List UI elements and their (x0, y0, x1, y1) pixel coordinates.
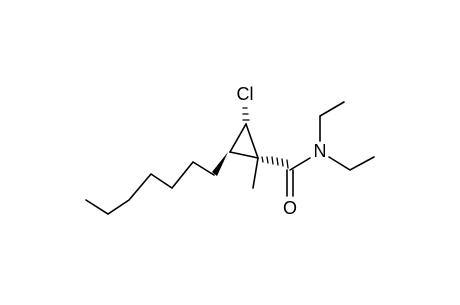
ring-bond-c2-c3 (229, 123, 247, 153)
atom-label-o: O (283, 198, 297, 218)
ethyl-group-right (328, 156, 375, 171)
wedge-bond-chain (212, 152, 228, 176)
hashed-bond-cl (242, 107, 250, 121)
ring-bond-c1-c2 (229, 151, 259, 159)
ethyl-group-upper (319, 101, 345, 142)
methyl-bond (252, 157, 259, 189)
atom-label-cl: Cl (237, 84, 254, 104)
hashed-bond-carbonyl (261, 156, 289, 169)
ring-bond-c3-c1 (245, 123, 259, 159)
heptyl-chain (85, 160, 215, 215)
amide-bond (289, 157, 311, 171)
atom-label-n: N (314, 141, 327, 161)
